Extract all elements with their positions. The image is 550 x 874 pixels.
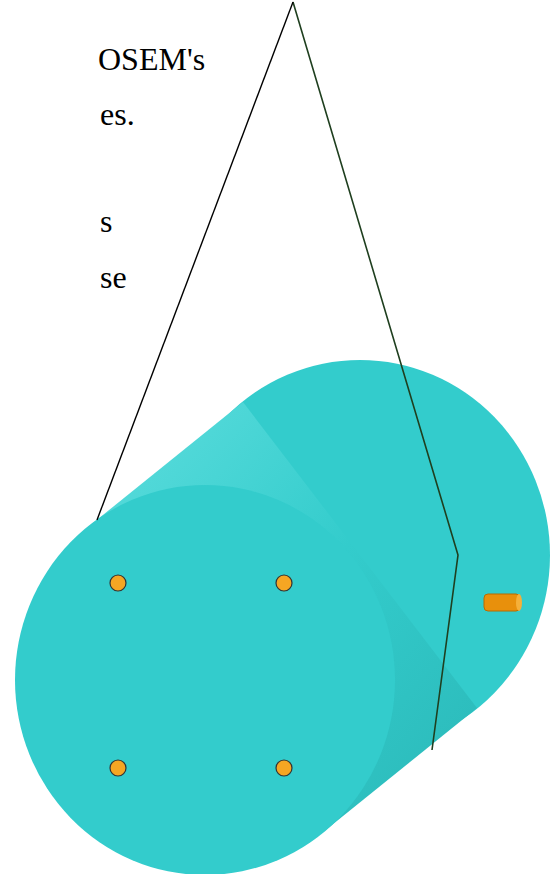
side-magnet (484, 594, 520, 611)
magnet-dot (276, 575, 292, 591)
magnet-dot (110, 760, 126, 776)
slide-text-fragment: es. (100, 95, 135, 133)
magnet-dot (110, 575, 126, 591)
slide-text-fragment: se (100, 258, 127, 296)
cylinder-front (15, 485, 395, 874)
slide-text-fragment: OSEM's (98, 40, 205, 78)
slide-text-fragment: s (100, 202, 112, 240)
suspension-wire (97, 2, 293, 520)
side-magnet-end (516, 594, 522, 611)
magnet-dot (276, 760, 292, 776)
